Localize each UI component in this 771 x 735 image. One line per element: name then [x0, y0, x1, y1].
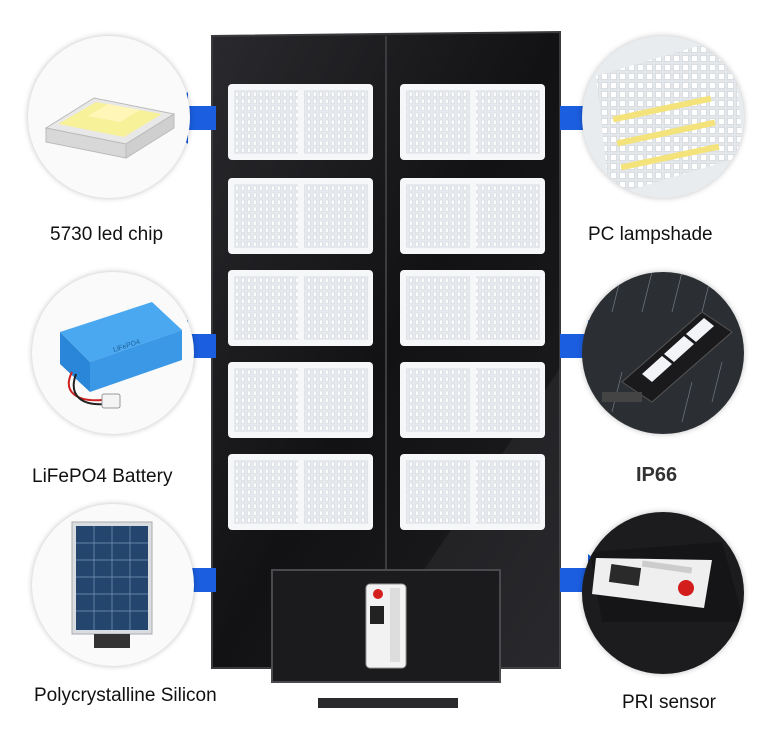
- feature-label-battery: LiFePO4 Battery: [32, 466, 173, 487]
- led-chip-circle: [28, 36, 190, 198]
- ip66-circle: [582, 272, 744, 434]
- solar-street-lamp: [211, 30, 561, 708]
- sensor-icon: [590, 542, 744, 622]
- lampshade-icon: [596, 36, 744, 196]
- sensor-circle: [582, 512, 744, 674]
- solar-panel-circle: [32, 504, 194, 666]
- feature-label-led-chip: 5730 led chip: [50, 224, 164, 245]
- solar-panel-icon: [71, 521, 153, 648]
- lampshade-circle: [582, 36, 744, 198]
- feature-label-sensor: PRI sensor: [622, 692, 716, 713]
- battery-pack-icon: LiFePO4: [60, 302, 182, 409]
- feature-label-solar-panel: Polycrystalline Silicon: [34, 685, 217, 706]
- battery-circle: LiFePO4: [32, 272, 194, 434]
- led-panels: [228, 84, 545, 530]
- led-chip-icon: [44, 97, 176, 159]
- feature-label-lampshade: PC lampshade: [588, 224, 713, 245]
- rain-lamp-icon: [582, 272, 733, 423]
- feature-label-ip66: IP66: [636, 464, 678, 486]
